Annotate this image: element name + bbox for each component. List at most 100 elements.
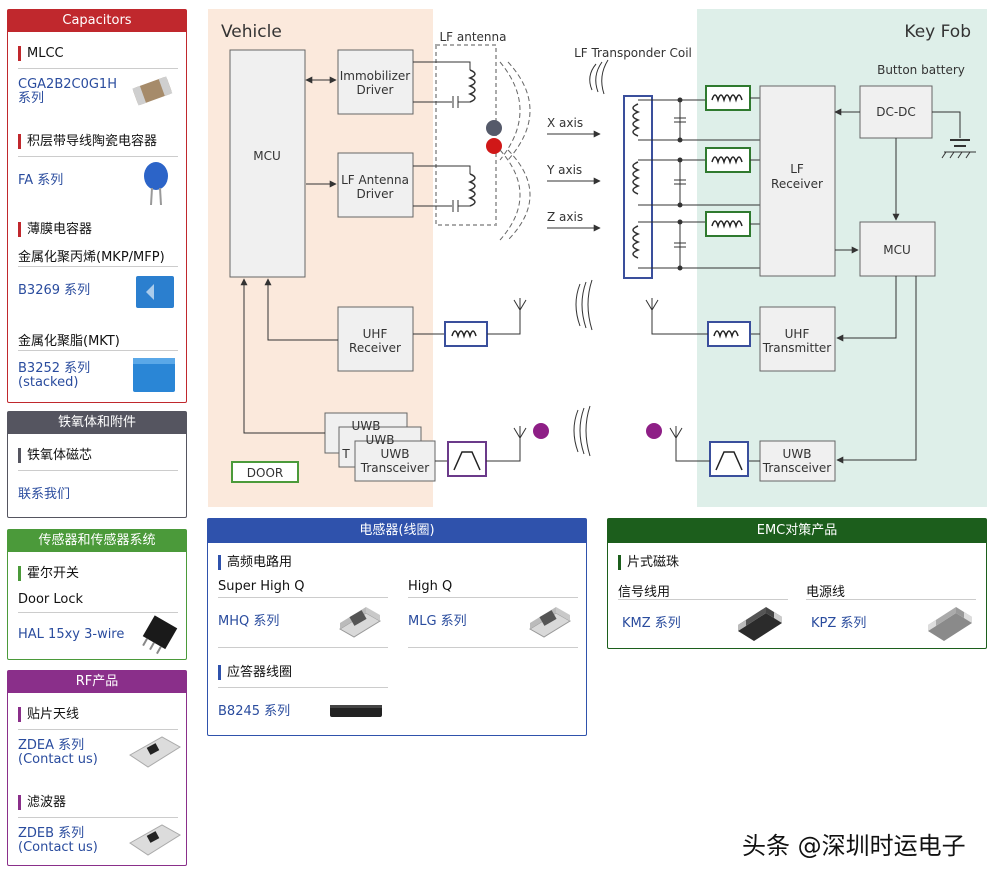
uwb-vehicle-label-2: Transceiver	[360, 461, 430, 475]
divider	[18, 68, 178, 69]
kpz-bead-image	[924, 599, 976, 645]
vehicle-mcu-label: MCU	[253, 149, 281, 163]
hall-sensor-image	[136, 612, 182, 656]
mlcc-heading: MLCC	[18, 46, 64, 61]
uhf-transmitter-label-1: UHF	[785, 327, 810, 341]
power-line-label: 电源线	[806, 585, 846, 600]
emc-panel: EMC对策产品 片式磁珠 信号线用 电源线 KMZ 系列 KPZ 系列	[607, 518, 987, 649]
divider	[218, 687, 388, 688]
ferrite-header: 铁氧体和附件	[8, 412, 186, 434]
super-high-q-label: Super High Q	[218, 579, 305, 594]
uhf-transmitter-label-2: Transmitter	[762, 341, 832, 355]
immobilizer-driver-block	[337, 49, 414, 115]
lf-indicator-dot	[486, 138, 502, 154]
mhq-series-link[interactable]: MHQ 系列	[218, 614, 280, 629]
contact-us-link[interactable]: 联系我们	[18, 487, 71, 502]
watermark-text: 头条 @深圳时运电子	[742, 832, 966, 860]
block-diagram: Vehicle Key Fob LF antenna LF Transponde…	[208, 9, 987, 507]
lf-antenna-label: LF antenna	[439, 30, 506, 44]
capacitors-panel: Capacitors MLCC CGA2B2C0G1H 系列 积层带导线陶瓷电容…	[7, 9, 187, 403]
transponder-coil-heading: 应答器线圈	[218, 665, 292, 680]
lf-inductor-x	[705, 85, 751, 111]
sensors-header: 传感器和传感器系统	[8, 530, 186, 552]
uwb-transceiver-block	[354, 440, 436, 482]
zdeb-series-link[interactable]: ZDEB 系列 (Contact us)	[18, 826, 98, 855]
immobilizer-indicator-dot	[486, 120, 502, 136]
lf-receiver-block	[759, 85, 836, 277]
uwb-transceiver-fob-block	[759, 440, 836, 482]
lf-driver-label-1: LF Antenna	[341, 173, 409, 187]
b8245-coil-image	[328, 701, 384, 721]
signal-line-label: 信号线用	[618, 585, 671, 600]
divider	[218, 597, 388, 598]
filter-heading: 滤波器	[18, 795, 66, 810]
uwb-filter-vehicle	[447, 441, 487, 477]
divider	[18, 156, 178, 157]
door-block	[231, 461, 299, 483]
divider	[18, 612, 178, 613]
inductors-header: 电感器(线圈)	[208, 519, 586, 543]
divider	[408, 597, 578, 598]
rf-panel: RF产品 贴片天线 ZDEA 系列 (Contact us) 滤波器 ZDEB …	[7, 670, 187, 866]
lf-receiver-label-1: LF	[790, 162, 804, 176]
uwb-fob-label-1: UWB	[783, 447, 812, 461]
uwb-dot-fob	[646, 423, 662, 439]
sensors-panel: 传感器和传感器系统 霍尔开关 Door Lock HAL 15xy 3-wire	[7, 529, 187, 660]
ferrite-panel: 铁氧体和附件 铁氧体磁芯 联系我们	[7, 411, 187, 518]
uhf-receiver-block	[337, 306, 414, 372]
x-axis-label: X axis	[547, 116, 583, 130]
inductors-panel: 电感器(线圈) 高频电路用 Super High Q High Q MHQ 系列…	[207, 518, 587, 736]
lf-antenna-driver-block	[337, 152, 414, 218]
mkp-label: 金属化聚丙烯(MKP/MFP)	[18, 250, 165, 265]
divider	[18, 266, 178, 267]
uwb-fob-label-2: Transceiver	[762, 461, 832, 475]
mlcc-chip-image	[130, 72, 174, 108]
keyfob-region	[697, 9, 987, 507]
zdea-antenna-image	[126, 731, 182, 773]
door-label: DOOR	[247, 466, 283, 480]
b3252-series-link[interactable]: B3252 系列 (stacked)	[18, 361, 91, 390]
vehicle-mcu-block	[229, 49, 306, 278]
lf-driver-label-2: Driver	[357, 187, 394, 201]
chip-antenna-heading: 贴片天线	[18, 707, 79, 722]
uhf-receiver-label-2: Receiver	[349, 341, 401, 355]
z-axis-label: Z axis	[547, 210, 583, 224]
uhf-receiver-label-1: UHF	[363, 327, 388, 341]
chip-bead-heading: 片式磁珠	[618, 555, 679, 570]
uwb-dot-vehicle	[533, 423, 549, 439]
film-cap-heading: 薄膜电容器	[18, 222, 92, 237]
hall-switch-heading: 霍尔开关	[18, 566, 79, 581]
mlg-series-link[interactable]: MLG 系列	[408, 614, 467, 629]
mlcc-product-link[interactable]: CGA2B2C0G1H 系列	[18, 77, 117, 106]
immobilizer-label-2: Driver	[357, 83, 394, 97]
divider	[18, 729, 178, 730]
kmz-bead-image	[734, 599, 786, 645]
rf-header: RF产品	[8, 671, 186, 693]
lf-receiver-label-2: Receiver	[771, 177, 823, 191]
vehicle-label: Vehicle	[221, 22, 282, 42]
zdea-series-link[interactable]: ZDEA 系列 (Contact us)	[18, 738, 98, 767]
hal-series-link[interactable]: HAL 15xy 3-wire	[18, 627, 125, 642]
b3269-capacitor-image	[132, 270, 178, 314]
immobilizer-label-1: Immobilizer	[340, 69, 411, 83]
lf-antenna-outline	[435, 44, 497, 226]
b8245-series-link[interactable]: B8245 系列	[218, 704, 291, 719]
door-lock-label: Door Lock	[18, 592, 84, 607]
b3269-series-link[interactable]: B3269 系列	[18, 283, 91, 298]
kpz-series-link[interactable]: KPZ 系列	[811, 616, 867, 631]
kmz-series-link[interactable]: KMZ 系列	[622, 616, 681, 631]
divider	[618, 599, 788, 600]
zdeb-filter-image	[126, 817, 182, 859]
y-axis-label: Y axis	[546, 163, 582, 177]
keyfob-mcu-block	[859, 221, 936, 277]
uwb-stack-label-1: UWB	[352, 419, 381, 433]
mlg-chip-image	[526, 599, 574, 643]
uwb-stack-label-2: UWB	[366, 433, 395, 447]
keyfob-mcu-label: MCU	[883, 243, 911, 257]
uwb-filter-fob	[709, 441, 749, 477]
mhq-chip-image	[336, 599, 384, 643]
divider	[18, 350, 178, 351]
fa-series-link[interactable]: FA 系列	[18, 173, 64, 188]
divider	[18, 470, 178, 471]
divider	[18, 817, 178, 818]
